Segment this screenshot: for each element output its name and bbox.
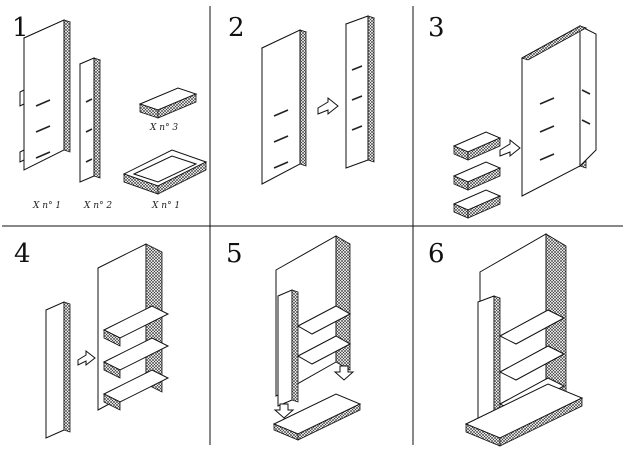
part-label-shelf: X n° 3 — [149, 123, 178, 133]
base-tray-part — [122, 149, 208, 195]
panel-step-4: 4 — [14, 239, 170, 439]
frame-with-shelves — [97, 243, 170, 411]
step-number-1: 1 — [12, 13, 29, 43]
panel-step-3: 3 — [428, 13, 597, 219]
step-number-3: 3 — [428, 13, 445, 43]
side-panel-part — [19, 19, 72, 171]
step-number-4: 4 — [14, 239, 31, 269]
down-arrows — [273, 365, 355, 419]
panel-step-1: 1 — [12, 13, 208, 211]
shelf-unit — [275, 235, 352, 407]
part-label-back-strip: X n° 2 — [83, 201, 112, 211]
panel-step-6: 6 — [428, 233, 584, 447]
insert-arrow — [77, 349, 96, 367]
loose-side-panel — [45, 301, 71, 439]
back-strip-part — [78, 57, 102, 183]
insert-arrow — [499, 138, 521, 158]
panel-step-2: 2 — [228, 13, 376, 185]
shelf-stack — [452, 131, 502, 219]
panel-step-5: 5 — [226, 235, 362, 441]
frame-assembly — [521, 25, 597, 197]
assembled-shelf-unit — [464, 233, 584, 447]
step-number-6: 6 — [428, 239, 445, 269]
part-label-side-panel: X n° 1 — [32, 201, 61, 211]
part-label-base-tray: X n° 1 — [151, 201, 180, 211]
insert-arrow — [317, 96, 339, 116]
shelf-part — [138, 87, 198, 119]
step-number-2: 2 — [228, 13, 245, 43]
base-tray — [272, 393, 362, 441]
back-strip-part — [344, 15, 376, 169]
panel-grid — [2, 6, 623, 445]
step-number-5: 5 — [226, 239, 243, 269]
side-panel-part — [260, 29, 308, 185]
